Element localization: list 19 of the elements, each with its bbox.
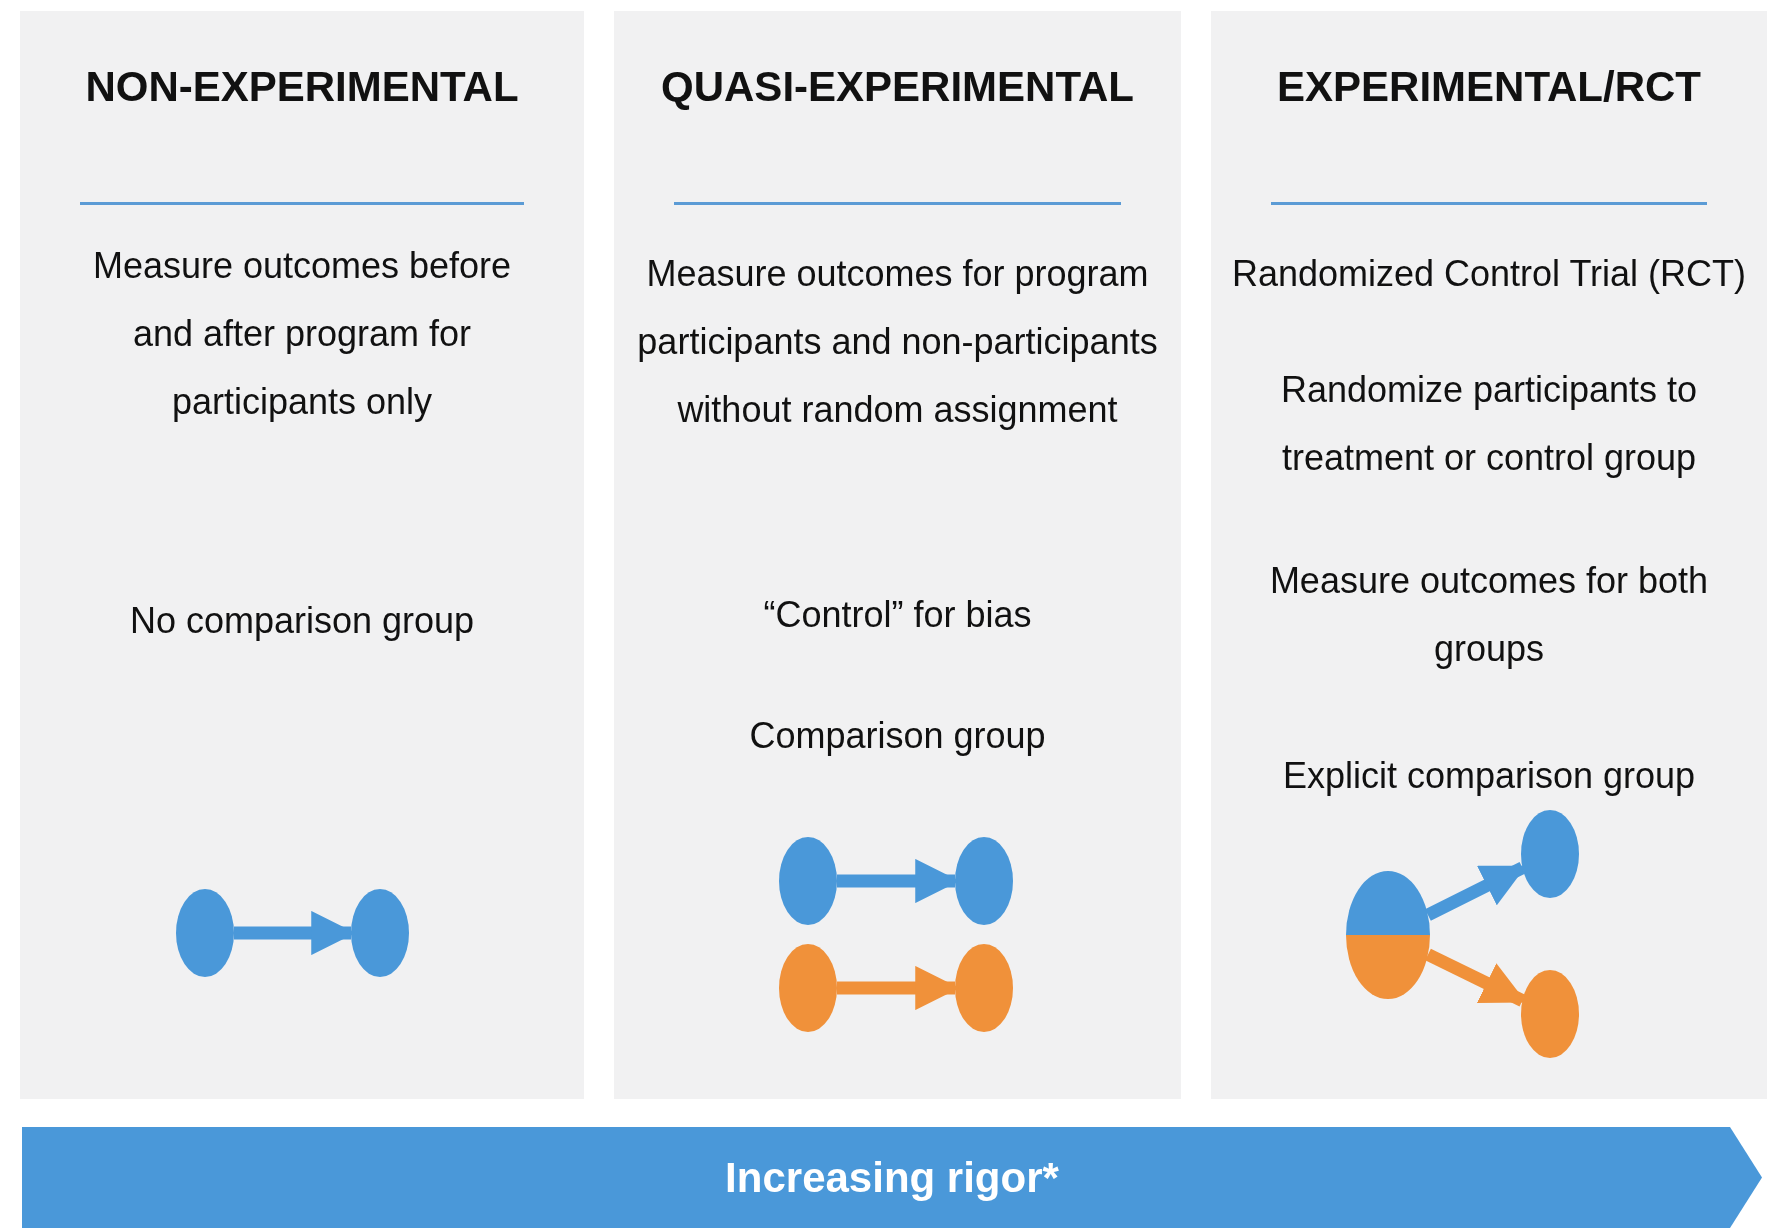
description-text: Measure outcomes for program participants and non-participants without random assignment <box>636 252 1159 432</box>
panel-heading: NON-EXPERIMENTAL <box>84 63 520 111</box>
band-label: Increasing rigor* <box>725 1153 1059 1202</box>
description-text: No comparison group <box>128 599 476 643</box>
panel-heading: EXPERIMENTAL/RCT <box>1276 63 1702 111</box>
panel <box>20 11 584 1099</box>
description-text: Measure outcomes before and after program for participants only <box>91 244 513 424</box>
arrow <box>1425 948 1527 1007</box>
arrow <box>1425 861 1527 921</box>
description-text: “Control” for bias <box>762 593 1033 637</box>
description-text: Comparison group <box>748 714 1047 758</box>
panel <box>614 11 1181 1099</box>
panel-heading: QUASI-EXPERIMENTAL <box>660 63 1135 111</box>
panel <box>1211 11 1767 1099</box>
rigor-arrow-band <box>22 1127 1762 1228</box>
description-text: Randomized Control Trial (RCT) <box>1230 252 1748 296</box>
description-text: Measure outcomes for both groups <box>1268 559 1710 671</box>
description-text: Explicit comparison group <box>1281 754 1697 798</box>
description-text: Randomize participants to treatment or control group <box>1279 368 1699 480</box>
